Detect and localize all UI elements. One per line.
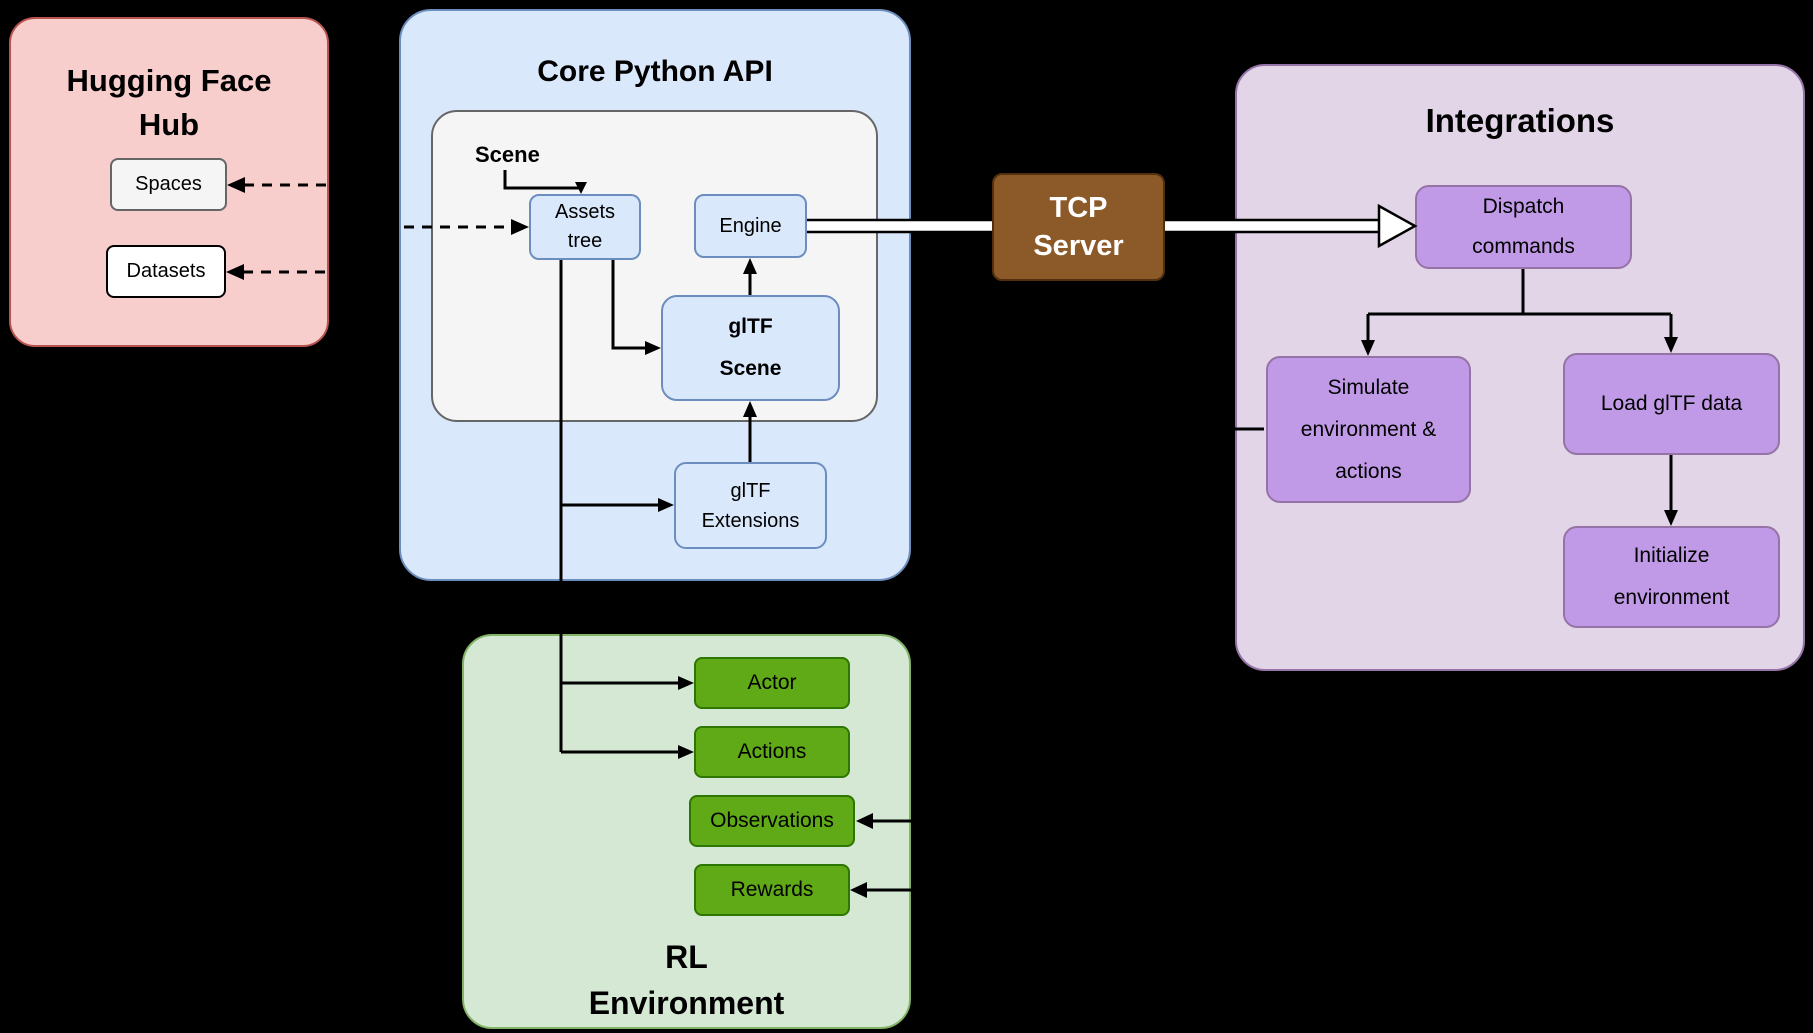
core-python-api-title: Core Python API [537,55,773,88]
assets-tree-node: Assets tree [529,194,641,260]
simulate-environment-node: Simulate environment & actions [1266,356,1471,503]
scene-group-label: Scene [475,142,540,167]
hugging-face-hub-title: Hugging Face Hub [66,63,272,143]
integrations-title: Integrations [1425,102,1615,139]
actor-node: Actor [694,657,850,709]
datasets-node: Datasets [106,245,226,298]
gltf-extensions-node: glTF Extensions [674,462,827,549]
rl-environment-title: RL Environment [588,939,785,1022]
tcp-server-node: TCP Server [992,173,1165,281]
engine-node: Engine [694,194,807,258]
initialize-environment-node: Initialize environment [1563,526,1780,628]
actions-node: Actions [694,726,850,778]
rewards-node: Rewards [694,864,850,916]
load-gltf-data-node: Load glTF data [1563,353,1780,455]
observations-node: Observations [689,795,855,847]
spaces-node: Spaces [110,158,227,211]
dispatch-commands-node: Dispatch commands [1415,185,1632,269]
gltf-scene-node: glTF Scene [661,295,840,401]
